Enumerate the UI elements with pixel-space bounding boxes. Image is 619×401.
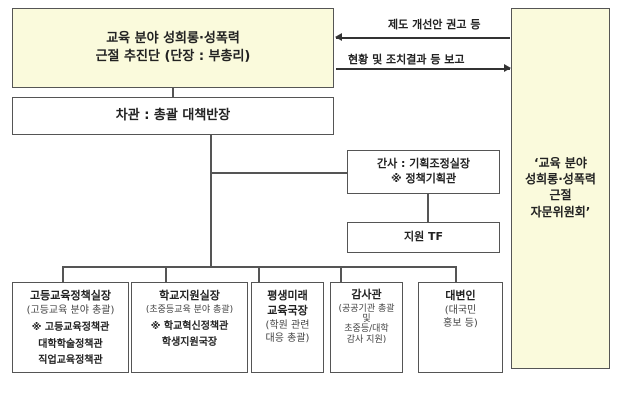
lifelong-education-box: 평생미래 교육국장 (학원 관련 대응 총괄)	[251, 282, 324, 373]
secretary-line1: 간사 : 기획조정실장	[376, 157, 471, 171]
support-tf-box: 지원 TF	[347, 222, 500, 253]
report-label: 현황 및 조치결과 등 보고	[348, 53, 465, 66]
unit-title: 교육국장	[267, 303, 308, 317]
unit-title: 고등교육정책실장	[30, 289, 111, 302]
unit-sub: (대국민	[444, 304, 477, 316]
unit-note: ※ 학교혁신정책관	[150, 320, 229, 332]
vice-minister-label: 차관 : 총괄 대책반장	[115, 108, 231, 124]
connector	[258, 266, 260, 282]
unit-title: 감사관	[351, 288, 382, 301]
unit-sub: (학원 관련	[265, 319, 310, 331]
task-force-line2: 근절 추진단 (단장 : 부총리)	[95, 49, 251, 64]
support-tf-label: 지원 TF	[403, 230, 444, 244]
unit-note: 대학학술정책관	[38, 338, 103, 350]
recommend-label: 제도 개선안 권고 등	[388, 18, 481, 31]
advisory-line3: 근절	[549, 188, 572, 203]
recommend-arrow-left	[335, 34, 510, 40]
audit-box: 감사관 (공공기관 총괄 및 초중등/대학 감사 지원)	[330, 282, 403, 373]
spokesperson-box: 대변인 (대국민 홍보 등)	[418, 282, 503, 373]
unit-sub: 대응 총괄)	[265, 333, 310, 345]
unit-sub: (초중등교육 분야 총괄)	[145, 304, 234, 315]
connector	[455, 266, 457, 282]
unit-sub: 초중등/대학	[344, 324, 389, 335]
unit-note: 직업교육정책관	[38, 355, 103, 367]
connector	[172, 88, 174, 97]
unit-title: 대변인	[445, 289, 476, 302]
secretary-line2: ※ 정책기획관	[390, 172, 457, 185]
unit-title: 평생미래	[267, 289, 308, 302]
advisory-line2: 성희롱·성폭력	[525, 172, 596, 187]
unit-sub: (공공기관 총괄	[338, 303, 395, 314]
unit-note: 학생지원국장	[161, 337, 218, 349]
unit-title: 학교지원실장	[159, 289, 220, 302]
connector	[427, 194, 429, 222]
higher-education-box: 고등교육정책실장 (고등교육 분야 총괄) ※ 고등교육정책관 대학학술정책관 …	[12, 282, 129, 373]
school-support-box: 학교지원실장 (초중등교육 분야 총괄) ※ 학교혁신정책관 학생지원국장	[131, 282, 248, 373]
vice-minister-box: 차관 : 총괄 대책반장	[12, 97, 334, 135]
unit-sub: (고등교육 분야 총괄)	[26, 304, 115, 316]
secretary-box: 간사 : 기획조정실장 ※ 정책기획관	[347, 150, 500, 194]
task-force-line1: 교육 분야 성희롱·성폭력	[106, 31, 240, 47]
advisory-committee-box: ‘교육 분야 성희롱·성폭력 근절 자문위원회’	[511, 8, 610, 369]
connector	[340, 266, 342, 282]
connector	[62, 266, 64, 282]
unit-sub: 및	[362, 313, 371, 324]
connector	[165, 266, 167, 282]
unit-sub: 홍보 등)	[443, 318, 478, 330]
unit-note: ※ 고등교육정책관	[31, 322, 110, 334]
unit-sub: 감사 지원)	[346, 334, 387, 345]
connector	[210, 172, 347, 174]
task-force-box: 교육 분야 성희롱·성폭력 근절 추진단 (단장 : 부총리)	[12, 8, 334, 88]
report-arrow-right	[336, 65, 511, 71]
connector	[210, 135, 212, 267]
advisory-line1: ‘교육 분야	[534, 156, 587, 170]
advisory-line4: 자문위원회’	[530, 204, 591, 219]
